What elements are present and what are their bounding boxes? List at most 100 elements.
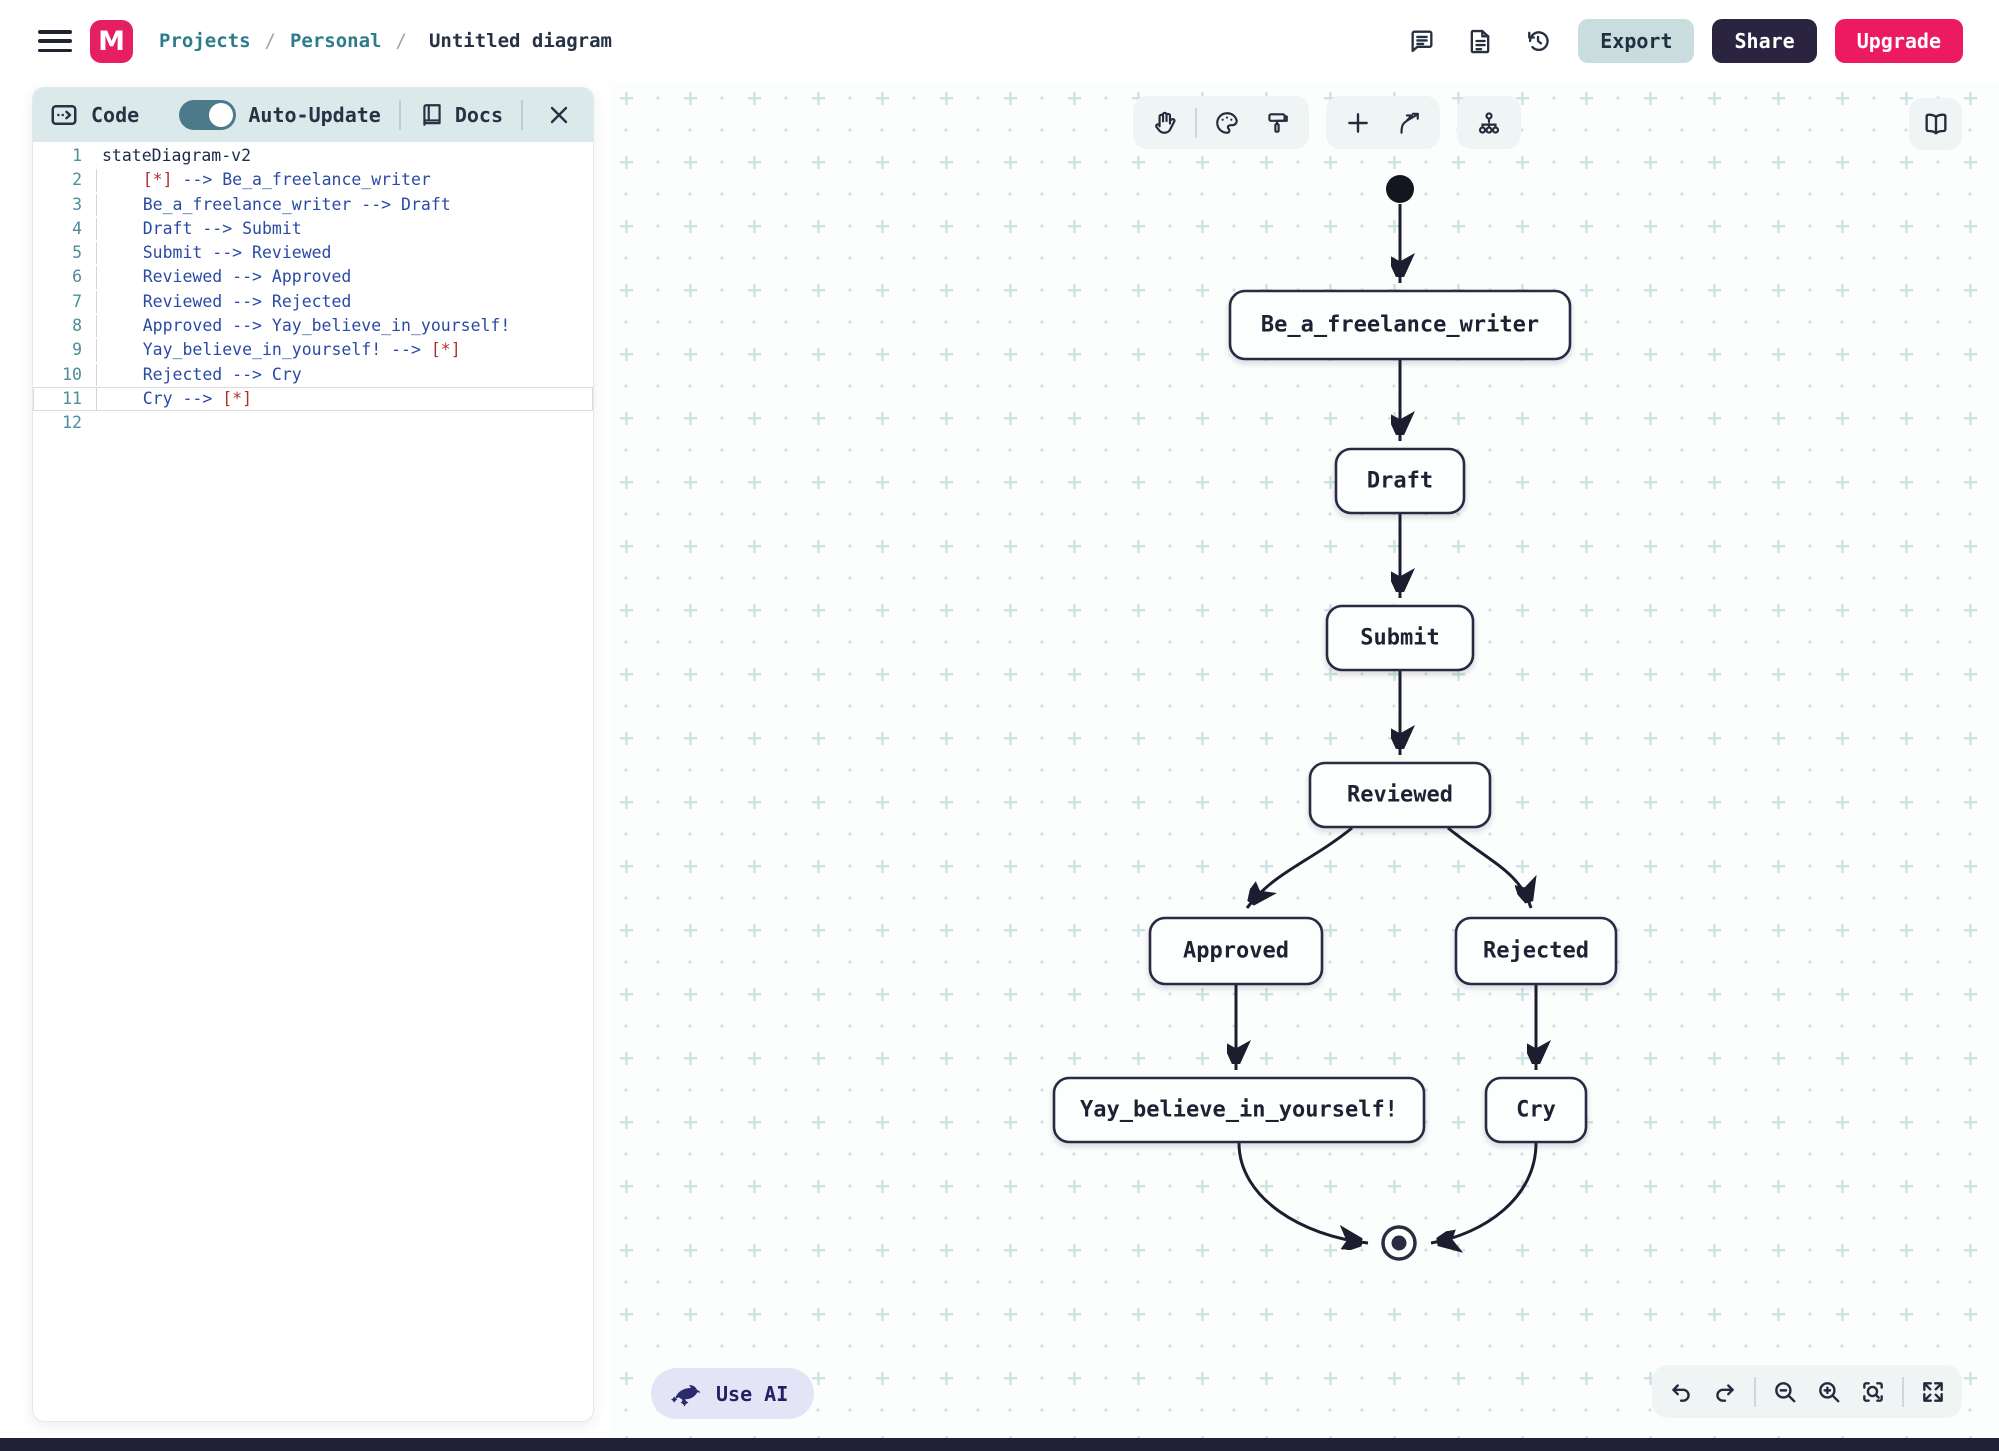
line-number: 9 <box>72 340 82 360</box>
state-node-label: Reviewed <box>1347 783 1453 808</box>
code-line-3[interactable]: 3 Be_a_freelance_writer --> Draft <box>33 193 593 217</box>
code-tab-icon <box>49 100 79 130</box>
state-node-cry[interactable]: Cry <box>1484 1076 1588 1144</box>
edge-reviewed-to-approved[interactable] <box>1247 826 1353 908</box>
state-node-rejected[interactable]: Rejected <box>1454 916 1618 986</box>
auto-update-label: Auto-Update <box>248 103 381 127</box>
breadcrumb-separator: / <box>395 30 407 52</box>
share-button[interactable]: Share <box>1712 19 1817 63</box>
close-panel-icon[interactable] <box>541 97 577 133</box>
document-icon[interactable] <box>1458 19 1502 63</box>
fullscreen-icon[interactable] <box>1914 1373 1952 1411</box>
state-node-label: Approved <box>1183 939 1289 964</box>
line-number: 8 <box>72 316 82 336</box>
edge-yay-to-end[interactable] <box>1237 1142 1369 1243</box>
line-number: 11 <box>62 388 82 408</box>
code-line-4[interactable]: 4 Draft --> Submit <box>33 217 593 241</box>
state-node-yay[interactable]: Yay_believe_in_yourself! <box>1052 1076 1426 1144</box>
line-number: 5 <box>72 243 82 263</box>
code-line-12[interactable]: 12 <box>33 411 593 435</box>
toolbar-group-insert <box>1326 96 1440 149</box>
state-node-submit[interactable]: Submit <box>1325 604 1475 672</box>
state-node-label: Yay_believe_in_yourself! <box>1080 1098 1398 1123</box>
mermaid-logo[interactable]: M <box>90 19 133 63</box>
open-book-icon[interactable] <box>1909 98 1962 150</box>
zoom-controls <box>1652 1365 1962 1418</box>
diagram-title[interactable]: Untitled diagram <box>428 30 612 52</box>
line-number: 12 <box>62 413 82 433</box>
docs-book-icon <box>419 102 445 128</box>
upgrade-button[interactable]: Upgrade <box>1834 19 1963 63</box>
line-number: 10 <box>62 364 82 384</box>
toolbar-divider <box>1195 107 1197 138</box>
focus-fit-icon[interactable] <box>1854 1373 1892 1411</box>
line-number: 4 <box>72 218 82 238</box>
toolbar-group-style <box>1133 96 1309 149</box>
code-tab-label[interactable]: Code <box>91 103 140 127</box>
undo-icon[interactable] <box>1662 1373 1700 1411</box>
docs-button[interactable]: Docs <box>419 102 503 128</box>
use-ai-label: Use AI <box>716 1381 789 1406</box>
canvas-toolbar <box>1133 96 1521 149</box>
code-line-10[interactable]: 10 Rejected --> Cry <box>33 363 593 387</box>
line-number: 1 <box>72 146 82 165</box>
palette-icon[interactable] <box>1207 103 1247 143</box>
state-node-start[interactable] <box>1386 175 1414 203</box>
toggle-knob <box>209 103 234 127</box>
add-node-icon[interactable] <box>1338 103 1378 143</box>
breadcrumb-projects[interactable]: Projects <box>159 30 251 52</box>
code-line-5[interactable]: 5 Submit --> Reviewed <box>33 241 593 265</box>
state-node-label: Rejected <box>1483 939 1589 964</box>
line-number: 3 <box>72 194 82 214</box>
code-line-8[interactable]: 8 Approved --> Yay_believe_in_yourself! <box>33 314 593 338</box>
branch-edge-icon[interactable] <box>1388 103 1428 143</box>
code-line-11[interactable]: 11 Cry --> [*] <box>33 386 593 412</box>
code-line-9[interactable]: 9 Yay_believe_in_yourself! --> [*] <box>33 338 593 362</box>
state-node-writer[interactable]: Be_a_freelance_writer <box>1228 289 1572 361</box>
hierarchy-layout-icon[interactable] <box>1469 103 1509 143</box>
state-diagram[interactable]: Be_a_freelance_writerDraftSubmitReviewed… <box>610 82 1999 1438</box>
panel-header-divider <box>521 100 523 130</box>
menu-hamburger-icon[interactable] <box>38 27 72 55</box>
zoom-out-icon[interactable] <box>1766 1373 1804 1411</box>
state-node-label: Submit <box>1360 626 1439 651</box>
breadcrumb: Projects / Personal / Untitled diagram <box>159 30 612 52</box>
state-node-end[interactable] <box>1381 1225 1417 1261</box>
code-panel-header: Code Auto-Update Docs <box>33 88 593 142</box>
breadcrumb-personal[interactable]: Personal <box>289 30 382 52</box>
redo-icon[interactable] <box>1706 1373 1744 1411</box>
export-button[interactable]: Export <box>1578 19 1695 63</box>
state-node-label: Cry <box>1516 1098 1556 1123</box>
dolphin-sparkle-icon <box>669 1377 703 1411</box>
zoom-in-icon[interactable] <box>1810 1373 1848 1411</box>
state-node-label: Be_a_freelance_writer <box>1261 313 1539 338</box>
line-number: 2 <box>72 170 82 190</box>
line-number: 6 <box>72 267 82 287</box>
use-ai-button[interactable]: Use AI <box>651 1368 815 1419</box>
docs-label: Docs <box>454 103 503 127</box>
paint-roller-icon[interactable] <box>1257 103 1297 143</box>
pan-hand-icon[interactable] <box>1145 103 1185 143</box>
state-node-reviewed[interactable]: Reviewed <box>1308 761 1492 829</box>
panel-header-divider <box>398 100 401 130</box>
code-line-7[interactable]: 7 Reviewed --> Rejected <box>33 290 593 314</box>
comment-icon[interactable] <box>1400 19 1444 63</box>
line-number: 7 <box>72 291 82 311</box>
app-header: M Projects / Personal / Untitled diagram… <box>0 0 1999 82</box>
code-line-2[interactable]: 2 [*] --> Be_a_freelance_writer <box>33 168 593 192</box>
history-icon[interactable] <box>1516 19 1560 63</box>
edge-reviewed-to-rejected[interactable] <box>1447 826 1531 909</box>
edge-cry-to-end[interactable] <box>1430 1142 1538 1243</box>
state-node-label: Draft <box>1367 469 1433 494</box>
zoombar-divider <box>1754 1376 1756 1407</box>
state-node-draft[interactable]: Draft <box>1334 447 1466 515</box>
breadcrumb-separator: / <box>264 30 276 52</box>
code-line-6[interactable]: 6 Reviewed --> Approved <box>33 265 593 289</box>
toolbar-group-layout <box>1457 96 1521 149</box>
state-node-approved[interactable]: Approved <box>1148 916 1324 986</box>
auto-update-toggle[interactable] <box>179 100 237 130</box>
